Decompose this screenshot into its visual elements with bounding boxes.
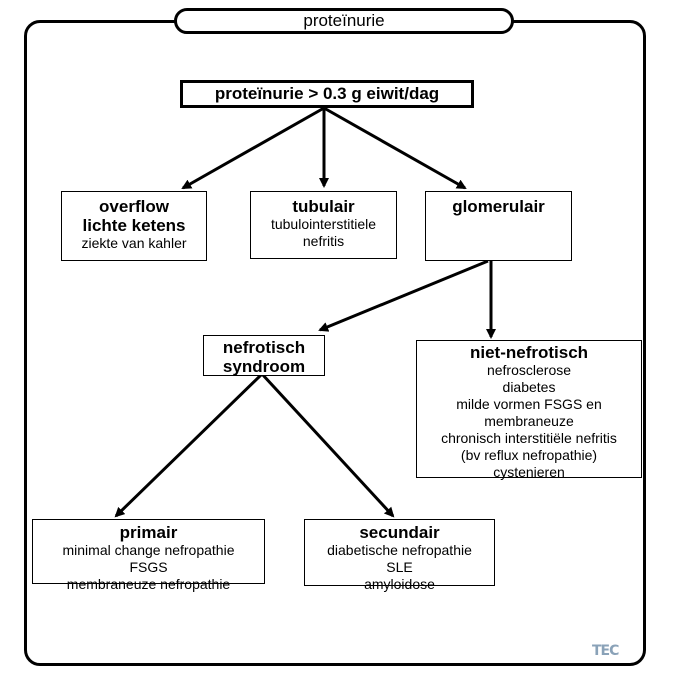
niet-nefrotisch-item: membraneuze <box>484 413 574 429</box>
node-nefrotisch-title-2: syndroom <box>222 357 306 376</box>
node-nefrotisch: nefrotisch syndroom <box>203 335 325 376</box>
primair-item: FSGS <box>129 559 168 575</box>
arrow-glomerulair-to-nefrotisch <box>318 259 489 332</box>
primair-item: minimal change nefropathie <box>62 542 235 558</box>
secundair-item: SLE <box>386 559 413 575</box>
page-title: proteïnurie <box>174 8 514 34</box>
niet-nefrotisch-item: cystenieren <box>493 464 565 480</box>
node-overflow: overflow lichte ketens ziekte van kahler <box>61 191 207 261</box>
secundair-item: amyloidose <box>364 576 435 592</box>
node-overflow-title-2: lichte ketens <box>82 216 186 235</box>
node-primair: primair minimal change nefropathie FSGS … <box>32 519 265 592</box>
root-node: proteïnurie > 0.3 g eiwit/dag <box>180 80 474 108</box>
node-overflow-detail: ziekte van kahler <box>81 235 187 251</box>
niet-nefrotisch-item: diabetes <box>502 379 556 395</box>
node-nefrotisch-title-1: nefrotisch <box>222 338 306 357</box>
node-glomerulair-title: glomerulair <box>452 197 545 216</box>
node-secundair-title: secundair <box>359 523 440 542</box>
niet-nefrotisch-item: (bv reflux nefropathie) <box>460 447 598 463</box>
primair-item: membraneuze nefropathie <box>66 576 231 592</box>
tec-logo: TEC <box>592 643 619 659</box>
node-tubulair-detail-2: nefritis <box>302 233 345 249</box>
node-primair-title: primair <box>119 523 178 542</box>
node-tubulair-detail-1: tubulointerstitiele <box>270 216 377 232</box>
niet-nefrotisch-item: milde vormen FSGS en <box>456 396 602 412</box>
node-tubulair-title: tubulair <box>292 197 355 216</box>
niet-nefrotisch-item: nefrosclerose <box>486 362 572 378</box>
node-glomerulair: glomerulair <box>425 191 572 261</box>
node-secundair: secundair diabetische nefropathie SLE am… <box>304 519 495 592</box>
node-tubulair: tubulair tubulointerstitiele nefritis <box>250 191 397 259</box>
node-overflow-title-1: overflow <box>99 197 169 216</box>
arrow-nefrotisch-to-primair <box>114 372 264 518</box>
secundair-item: diabetische nefropathie <box>327 542 472 558</box>
niet-nefrotisch-item: chronisch interstitiële nefritis <box>441 430 617 446</box>
arrow-root-to-glomerulair <box>323 106 467 190</box>
node-niet-nefrotisch-title: niet-nefrotisch <box>469 343 589 362</box>
node-niet-nefrotisch: niet-nefrotisch nefrosclerose diabetes m… <box>416 340 642 480</box>
arrow-nefrotisch-to-secundair <box>260 372 395 518</box>
arrow-root-to-overflow <box>181 106 325 190</box>
